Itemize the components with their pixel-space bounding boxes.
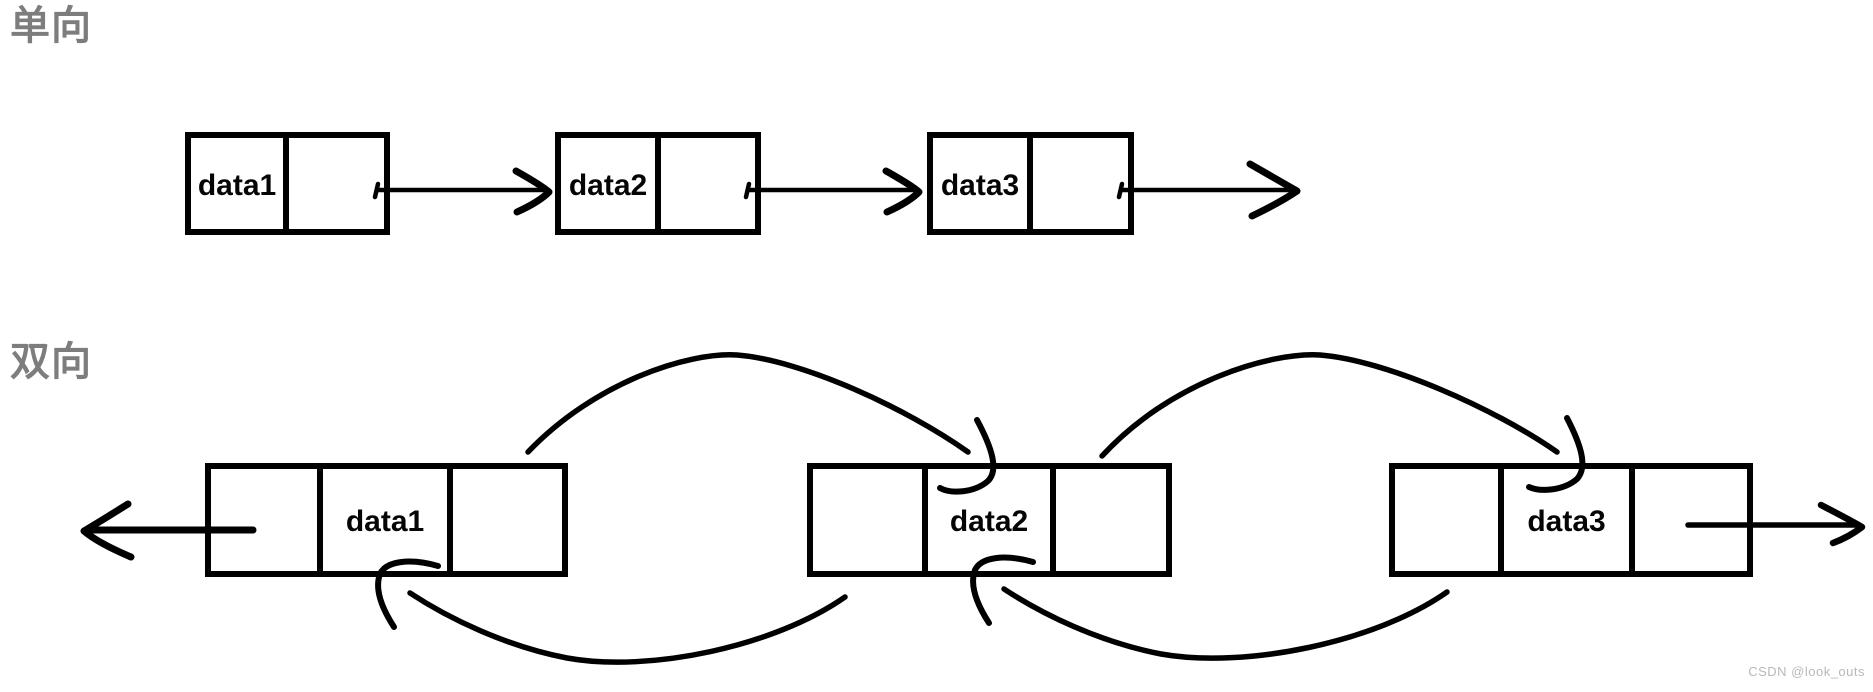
- singly-node-3: data3: [927, 132, 1134, 235]
- doubly-node-3-next-cell: [1629, 469, 1747, 571]
- doubly-node-1-prev-cell: [211, 469, 317, 571]
- doubly-node-2-prev-cell: [813, 469, 922, 571]
- singly-node-1-data-cell: data1: [191, 138, 283, 229]
- csdn-watermark: CSDN @look_outs: [1748, 664, 1865, 679]
- node-data-label: data1: [197, 168, 277, 202]
- singly-node-2-data-cell: data2: [561, 138, 655, 229]
- doubly-node-2: data2: [807, 463, 1172, 577]
- head-prev-arrow: [80, 500, 257, 561]
- doubly-node-2-data-cell: data2: [922, 469, 1050, 571]
- next-arrow-2: [743, 167, 923, 216]
- singly-node-2-next-cell: [655, 138, 755, 229]
- tail-next-arrow: [1685, 501, 1866, 547]
- doubly-node-3-prev-cell: [1395, 469, 1498, 571]
- singly-section-title: 单向: [10, 4, 92, 48]
- node-data-label: data2: [568, 168, 648, 202]
- curved-next-arrow-2: [1099, 352, 1586, 493]
- node-data-label: data3: [940, 168, 1020, 202]
- node-data-label: data3: [1527, 505, 1606, 538]
- curved-prev-arrow-2: [970, 554, 1450, 661]
- doubly-node-1-next-cell: [447, 469, 562, 571]
- doubly-section-title: 双向: [10, 340, 92, 384]
- node-data-label: data2: [949, 505, 1029, 538]
- next-arrow-1: [372, 167, 553, 216]
- doubly-node-1-data-cell: data1: [317, 469, 447, 571]
- node-data-label: data1: [345, 505, 425, 538]
- singly-node-1: data1: [185, 132, 390, 235]
- doubly-node-3: data3: [1389, 463, 1753, 577]
- doubly-node-3-data-cell: data3: [1498, 469, 1629, 571]
- doubly-node-2-next-cell: [1050, 469, 1166, 571]
- singly-node-2: data2: [555, 132, 761, 235]
- singly-node-3-next-cell: [1027, 138, 1128, 229]
- singly-node-3-data-cell: data3: [933, 138, 1027, 229]
- doubly-node-1: data1: [205, 463, 568, 577]
- singly-node-1-next-cell: [283, 138, 384, 229]
- next-arrow-3-null: [1116, 160, 1301, 220]
- curved-next-arrow-1: [525, 352, 997, 495]
